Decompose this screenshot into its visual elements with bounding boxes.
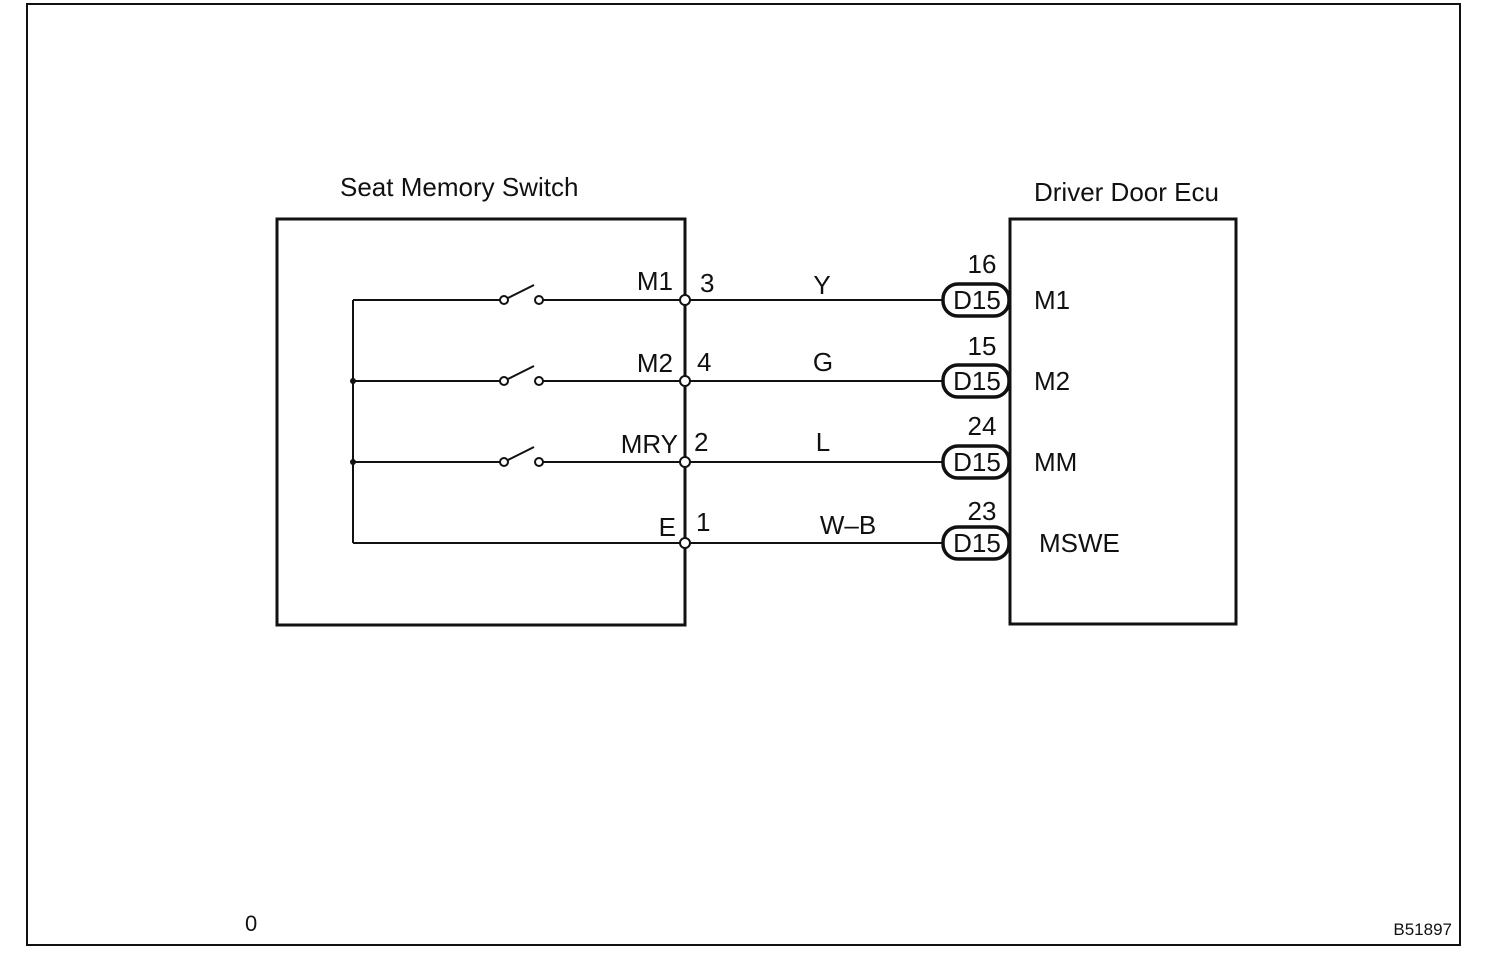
circuit-row-m1: [353, 282, 1011, 318]
figure-id: B51897: [1393, 920, 1452, 939]
seat-memory-switch-title: Seat Memory Switch: [340, 172, 578, 202]
terminal-circle: [679, 294, 691, 306]
switch-contact: [499, 457, 509, 467]
circuit-row-mry: [353, 444, 1011, 480]
pin-number: 2: [694, 427, 708, 457]
wire-color-label: G: [813, 347, 833, 377]
connector-d15: [941, 282, 1011, 318]
driver-door-ecu-title: Driver Door Ecu: [1034, 177, 1219, 207]
ecu-pin-number: 23: [968, 496, 997, 526]
connector-d15: [941, 525, 1011, 561]
switch-contact: [534, 376, 544, 386]
wire-color-label: W–B: [820, 510, 876, 540]
switch-blade: [507, 284, 535, 299]
connector-code: D15: [953, 528, 1001, 558]
ecu-pin-number: 24: [968, 411, 997, 441]
pin-number: 1: [696, 507, 710, 537]
switch-blade: [507, 365, 535, 380]
pin-name: E: [659, 512, 676, 542]
connector-code: D15: [953, 366, 1001, 396]
connector-d15: [941, 363, 1011, 399]
ecu-pin-number: 15: [968, 331, 997, 361]
terminal-circle: [679, 375, 691, 387]
pin-name: M1: [637, 266, 673, 296]
ecu-pin-name: M1: [1034, 285, 1070, 315]
circuit-row-e: [353, 525, 1011, 561]
wire-color-label: L: [816, 427, 830, 457]
ecu-pin-number: 16: [968, 249, 997, 279]
switch-contact: [499, 295, 509, 305]
switch-contact: [534, 295, 544, 305]
ecu-pin-name: MSWE: [1039, 528, 1120, 558]
wire-color-label: Y: [813, 270, 830, 300]
pin-name: M2: [637, 348, 673, 378]
ecu-pin-name: MM: [1034, 447, 1077, 477]
switch-contact: [534, 457, 544, 467]
connector-d15: [941, 444, 1011, 480]
circuit-row-m2: [353, 363, 1011, 399]
ecu-pin-name: M2: [1034, 366, 1070, 396]
terminal-circle: [679, 537, 691, 549]
page-frame: [26, 3, 1461, 946]
footer-left-mark: 0: [245, 911, 257, 936]
pin-name: MRY: [621, 429, 678, 459]
pin-number: 4: [697, 347, 711, 377]
connector-code: D15: [953, 447, 1001, 477]
pin-number: 3: [700, 268, 714, 298]
terminal-circle: [679, 456, 691, 468]
switch-blade: [507, 446, 535, 461]
connector-code: D15: [953, 285, 1001, 315]
seat-memory-switch-box: [275, 217, 687, 627]
switch-contact: [499, 376, 509, 386]
driver-door-ecu-box: [1008, 217, 1238, 626]
